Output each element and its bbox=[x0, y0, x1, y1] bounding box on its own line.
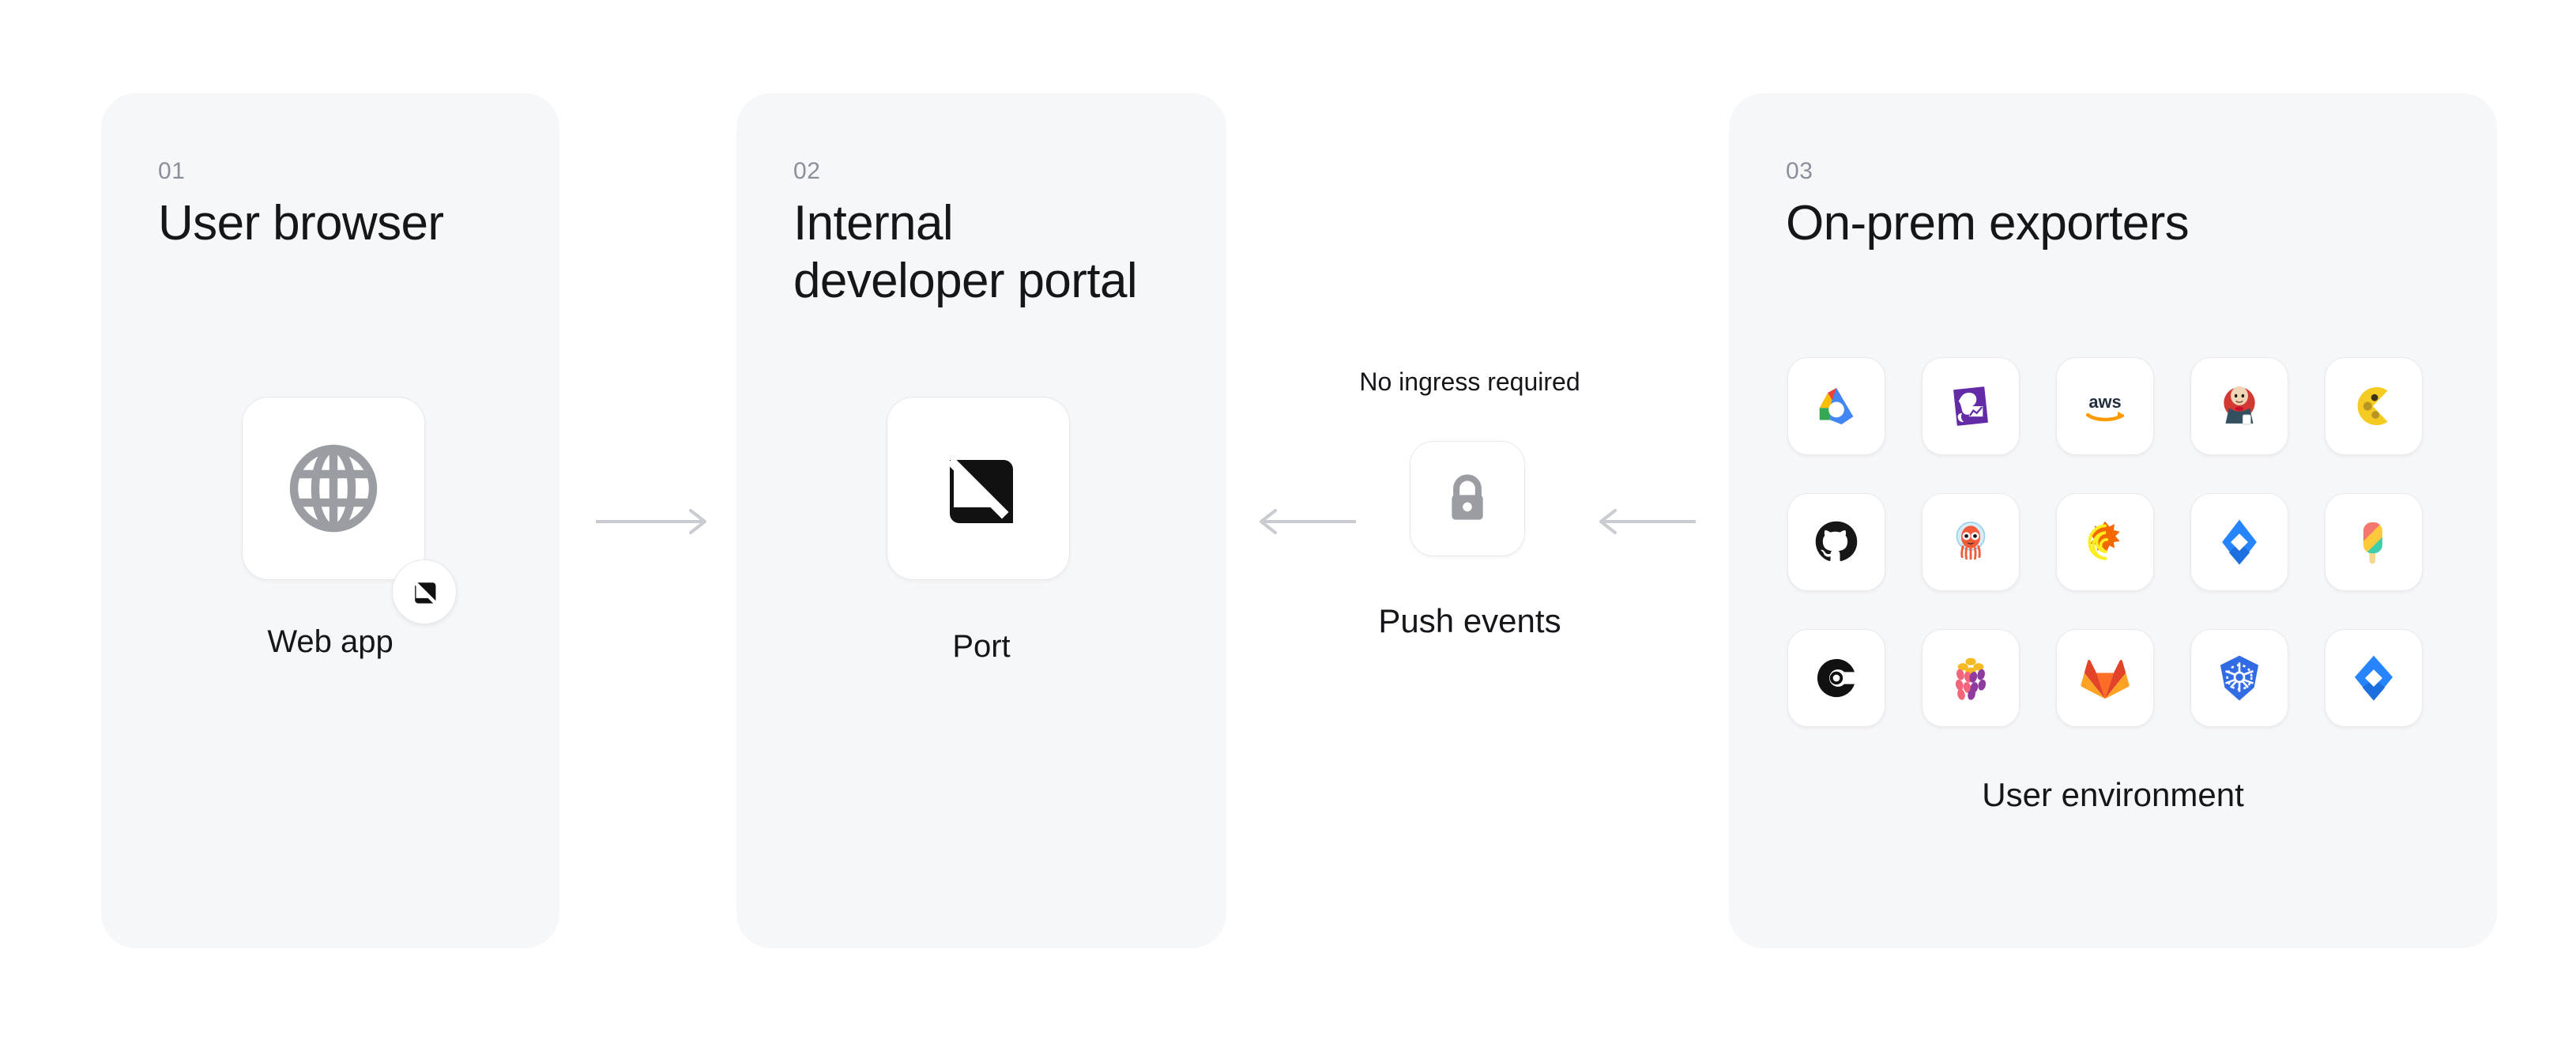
exporter-tile[interactable] bbox=[2190, 357, 2288, 455]
gitlab-icon bbox=[2077, 650, 2133, 706]
lock-tile bbox=[1410, 441, 1525, 556]
exporter-tile[interactable] bbox=[2056, 629, 2154, 727]
jira-icon-2 bbox=[2346, 650, 2401, 706]
popsicle-icon bbox=[2346, 514, 2401, 570]
circleci-icon bbox=[1809, 650, 1864, 706]
cookie-icon bbox=[2346, 379, 2401, 434]
grafana-icon bbox=[2077, 514, 2133, 570]
push-events-label: Push events bbox=[1378, 602, 1561, 639]
cluster-berry-icon bbox=[1943, 650, 1998, 706]
exporter-icon-grid: aws bbox=[1787, 357, 2423, 727]
octopus-deploy-icon bbox=[1943, 514, 1998, 570]
exporter-tile[interactable] bbox=[2325, 357, 2423, 455]
exporter-tile[interactable] bbox=[2056, 493, 2154, 591]
arrow-browser-to-portal bbox=[594, 506, 711, 537]
google-cloud-icon bbox=[1809, 379, 1864, 434]
exporter-tile[interactable] bbox=[2190, 629, 2288, 727]
card-title: On-prem exporters bbox=[1786, 196, 2190, 251]
exporter-tile[interactable] bbox=[1787, 493, 1885, 591]
lock-icon bbox=[1438, 469, 1497, 528]
aws-icon: aws bbox=[2077, 379, 2133, 434]
card-step-number: 01 bbox=[158, 158, 186, 184]
card-step-number: 02 bbox=[793, 158, 821, 184]
exporter-tile[interactable] bbox=[2190, 493, 2288, 591]
no-ingress-label: No ingress required bbox=[1359, 367, 1580, 396]
datadog-icon bbox=[1943, 379, 1998, 434]
port-logo-badge bbox=[392, 560, 457, 624]
card-title: User browser bbox=[158, 196, 444, 251]
svg-text:aws: aws bbox=[2088, 392, 2121, 412]
exporter-tile[interactable] bbox=[2325, 493, 2423, 591]
web-app-caption: Web app bbox=[267, 624, 394, 659]
jira-icon bbox=[2212, 514, 2267, 570]
card-title: Internal developer portal bbox=[793, 196, 1138, 309]
exporter-tile[interactable]: aws bbox=[2056, 357, 2154, 455]
port-caption: Port bbox=[952, 629, 1011, 664]
exporter-tile[interactable] bbox=[1922, 629, 2020, 727]
arrow-lock-to-portal bbox=[1255, 506, 1359, 537]
exporter-tile[interactable] bbox=[1787, 357, 1885, 455]
exporter-tile[interactable] bbox=[1922, 493, 2020, 591]
kubernetes-icon bbox=[2212, 650, 2267, 706]
card-step-number: 03 bbox=[1786, 158, 1813, 184]
port-logo-icon bbox=[928, 438, 1029, 539]
exporter-tile[interactable] bbox=[1787, 629, 1885, 727]
globe-icon bbox=[283, 438, 384, 539]
web-app-tile[interactable] bbox=[242, 397, 425, 580]
arrow-exporters-to-lock bbox=[1595, 506, 1699, 537]
jenkins-icon bbox=[2212, 379, 2267, 434]
github-icon bbox=[1809, 514, 1864, 570]
port-logo-icon bbox=[408, 575, 441, 609]
user-environment-caption: User environment bbox=[1982, 776, 2244, 813]
exporter-tile[interactable] bbox=[2325, 629, 2423, 727]
exporter-tile[interactable] bbox=[1922, 357, 2020, 455]
port-tile[interactable] bbox=[887, 397, 1070, 580]
